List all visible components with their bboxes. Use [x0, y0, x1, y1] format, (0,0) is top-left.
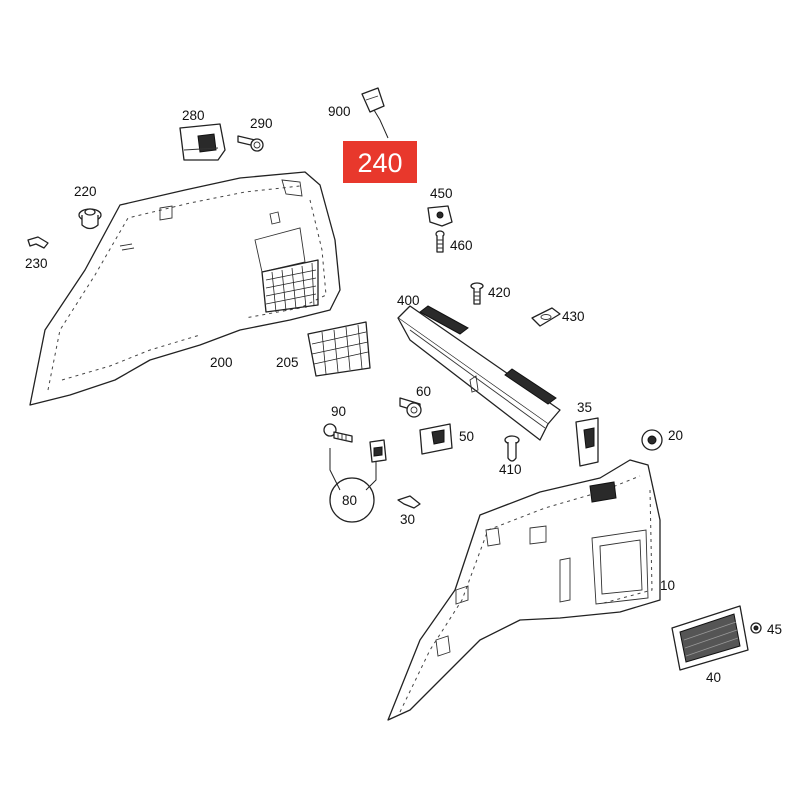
screw-60[interactable]: [399, 397, 422, 418]
clip-45[interactable]: [750, 622, 762, 634]
part-label-900[interactable]: 900: [328, 104, 351, 119]
part-label-200[interactable]: 200: [210, 355, 233, 370]
part-label-40[interactable]: 40: [706, 670, 721, 685]
right-trim-panel-10[interactable]: [387, 459, 661, 721]
part-label-430[interactable]: 430: [562, 309, 585, 324]
part-label-450[interactable]: 450: [430, 186, 453, 201]
sill-panel-400[interactable]: [397, 305, 561, 441]
part-label-410[interactable]: 410: [499, 462, 522, 477]
part-label-460[interactable]: 460: [450, 238, 473, 253]
highlight-badge[interactable]: [343, 141, 417, 183]
part-label-35[interactable]: 35: [577, 400, 592, 415]
part-label-90[interactable]: 90: [331, 404, 346, 419]
clip-230[interactable]: [27, 236, 49, 249]
clip-20[interactable]: [641, 429, 663, 451]
pad-430[interactable]: [531, 307, 561, 327]
clip-80-part[interactable]: [369, 439, 387, 463]
part-label-50[interactable]: 50: [459, 429, 474, 444]
clip-450[interactable]: [427, 205, 453, 227]
part-label-280[interactable]: 280: [182, 108, 205, 123]
screw-290[interactable]: [237, 135, 264, 152]
part-label-80[interactable]: 80: [342, 493, 357, 508]
clip-220[interactable]: [78, 208, 102, 230]
cover-280[interactable]: [179, 123, 226, 161]
grille-40[interactable]: [671, 605, 749, 671]
screw-90[interactable]: [323, 423, 353, 443]
hook-50[interactable]: [419, 423, 453, 455]
left-trim-panel-200[interactable]: [29, 171, 341, 406]
screw-460[interactable]: [435, 230, 445, 253]
part-label-240: 240: [357, 148, 402, 178]
part-label-205[interactable]: 205: [276, 355, 299, 370]
net-205[interactable]: [307, 321, 371, 377]
part-label-220[interactable]: 220: [74, 184, 97, 199]
screw-410[interactable]: [504, 435, 520, 462]
clip-30[interactable]: [397, 495, 421, 509]
handle-35[interactable]: [575, 417, 599, 467]
part-label-10[interactable]: 10: [660, 578, 675, 593]
clip-900[interactable]: [361, 87, 385, 113]
group-circle-80: [329, 477, 375, 523]
part-label-30[interactable]: 30: [400, 512, 415, 527]
part-label-230[interactable]: 230: [25, 256, 48, 271]
part-label-290[interactable]: 290: [250, 116, 273, 131]
part-label-45[interactable]: 45: [767, 622, 782, 637]
screw-420[interactable]: [470, 282, 484, 305]
part-label-20[interactable]: 20: [668, 428, 683, 443]
part-label-420[interactable]: 420: [488, 285, 511, 300]
part-label-400[interactable]: 400: [397, 293, 420, 308]
leader-240: [373, 109, 389, 139]
part-label-60[interactable]: 60: [416, 384, 431, 399]
